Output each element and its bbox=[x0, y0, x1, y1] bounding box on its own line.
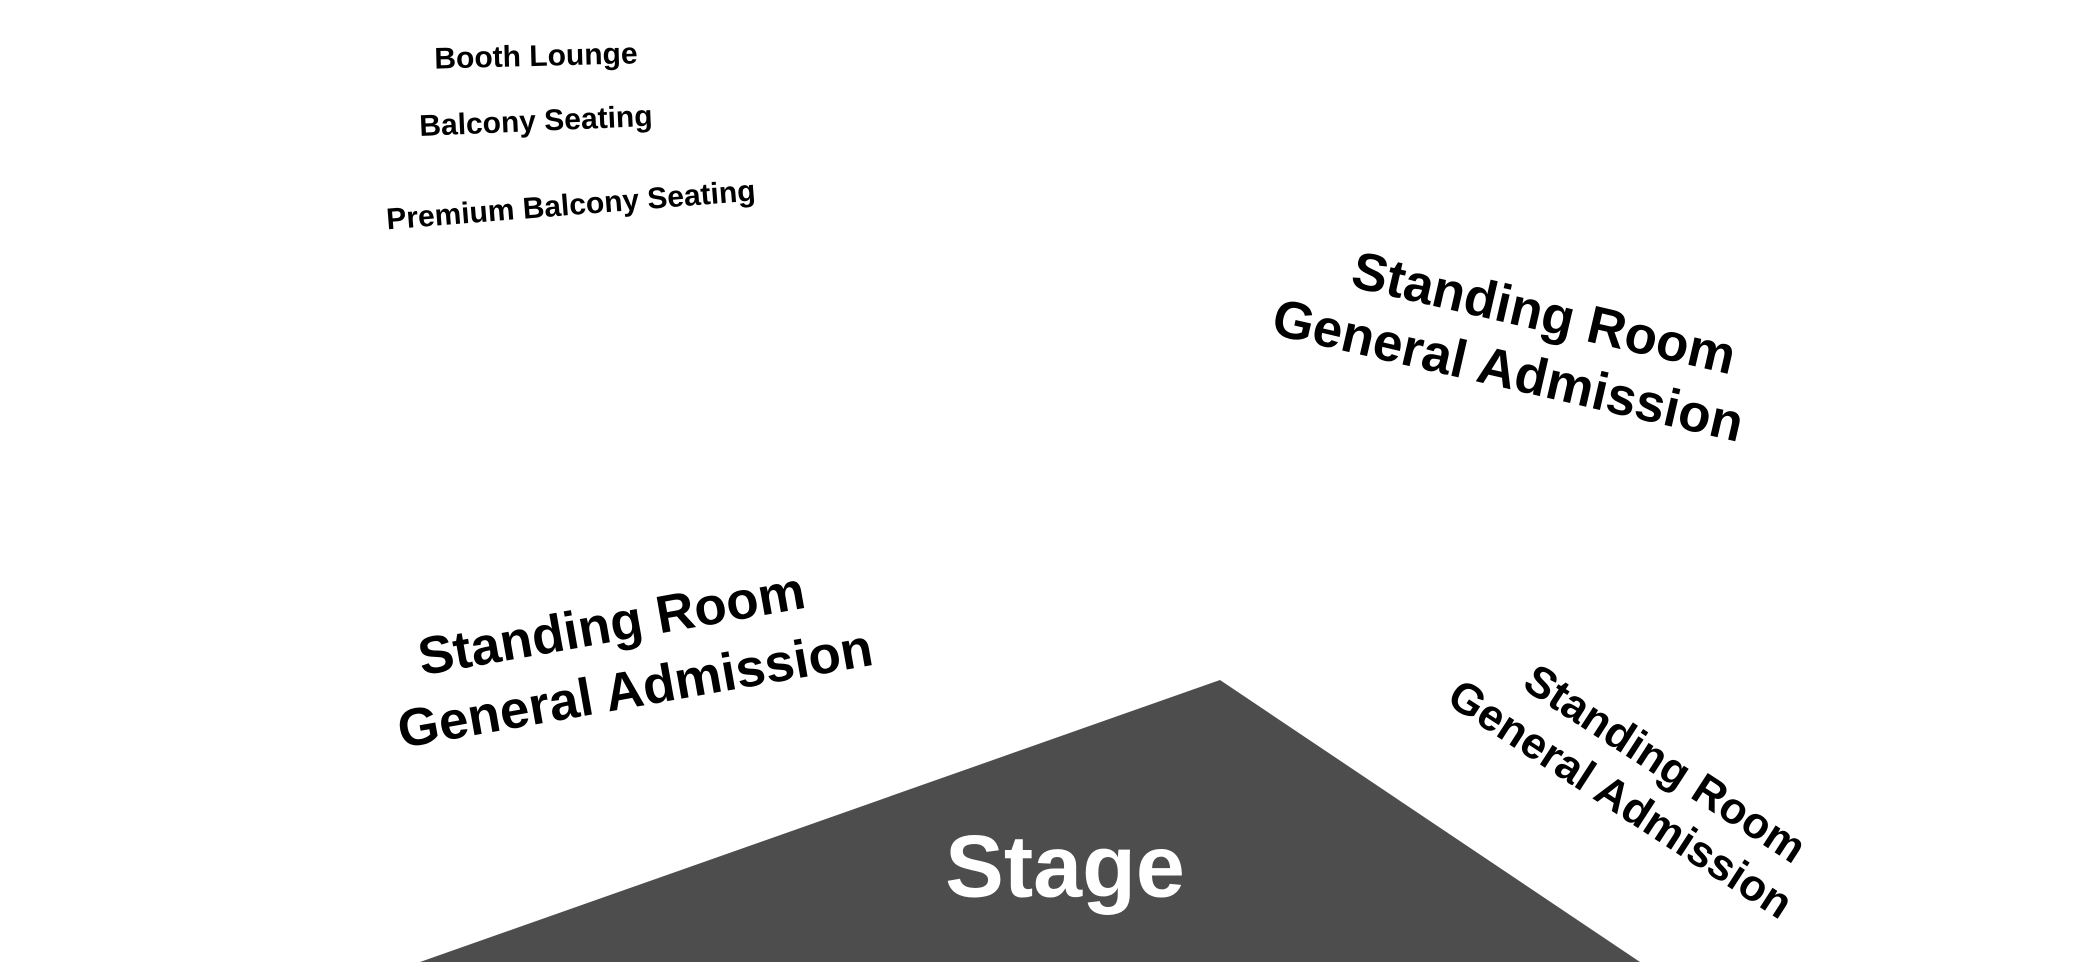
stage-shape bbox=[420, 680, 1640, 962]
section-booth-lounge-label: Booth Lounge bbox=[434, 37, 638, 75]
stage-label: Stage bbox=[945, 816, 1185, 915]
section-booth-lounge[interactable]: Booth Lounge bbox=[434, 37, 638, 75]
stage[interactable]: Stage bbox=[420, 680, 1640, 962]
